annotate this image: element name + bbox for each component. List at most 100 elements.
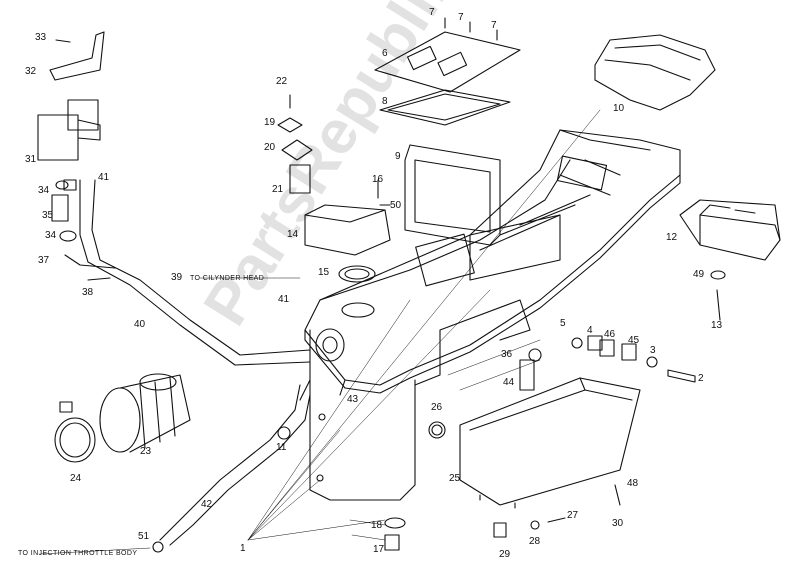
intake-duct <box>594 34 716 111</box>
part-label: 37 <box>38 255 50 266</box>
part-label: 51 <box>138 531 150 542</box>
clamp-36 <box>528 348 542 362</box>
screw-38 <box>87 277 111 281</box>
gasket <box>379 89 511 126</box>
part-4 <box>587 335 603 351</box>
part-label: 19 <box>264 117 276 128</box>
clip-18 <box>384 517 406 529</box>
hose-clamp <box>54 401 96 463</box>
washer-49 <box>710 270 726 280</box>
part-5 <box>571 337 583 349</box>
part-label: 7 <box>491 20 497 31</box>
part-label: 42 <box>201 499 213 510</box>
note-cylinder-head: TO CILYNDER HEAD <box>190 275 265 282</box>
part-46 <box>599 339 615 357</box>
clamp-51 <box>152 541 164 553</box>
part-label: 27 <box>567 510 579 521</box>
part-label: 5 <box>560 318 566 329</box>
part-label: 48 <box>627 478 639 489</box>
bolt-27 <box>547 517 566 523</box>
part-20 <box>281 139 313 161</box>
part-label: 23 <box>140 446 152 457</box>
part-label: 41 <box>278 294 290 305</box>
part-label: 41 <box>98 172 110 183</box>
part-label: 22 <box>276 76 288 87</box>
screw-13 <box>716 289 721 321</box>
part-label: 38 <box>82 287 94 298</box>
part-label: 4 <box>587 325 593 336</box>
part-19 <box>277 117 303 133</box>
part-label: 45 <box>628 335 640 346</box>
part-label: 17 <box>373 544 385 555</box>
bolt-2 <box>667 369 696 383</box>
side-box <box>679 199 781 261</box>
washer-3 <box>646 356 658 368</box>
part-label: 9 <box>395 151 401 162</box>
part-label: 15 <box>318 267 330 278</box>
clip-34b <box>59 230 77 242</box>
part-label: 28 <box>529 536 541 547</box>
part-21 <box>289 164 311 194</box>
note-throttle-body: TO INJECTION THROTTLE BODY <box>18 550 138 557</box>
part-label: 29 <box>499 549 511 560</box>
part-label: 16 <box>372 174 384 185</box>
ring-26 <box>428 421 446 439</box>
clip-34a <box>55 180 69 190</box>
filter-frame <box>404 144 501 246</box>
part-label: 10 <box>613 103 625 114</box>
air-cleaner-pad <box>304 204 391 256</box>
part-label: 33 <box>35 32 47 43</box>
part-label: 44 <box>503 377 515 388</box>
part-label: 12 <box>666 232 678 243</box>
part-label: 40 <box>134 319 146 330</box>
part-label: 20 <box>264 142 276 153</box>
part-label: 31 <box>25 154 37 165</box>
part-label: 49 <box>693 269 705 280</box>
sleeve-35 <box>51 194 69 222</box>
ring-15 <box>338 265 376 283</box>
washer-28 <box>530 520 540 530</box>
part-label: 2 <box>698 373 704 384</box>
airbox-housing <box>299 129 681 501</box>
spacer-44 <box>519 359 535 391</box>
part-label: 35 <box>42 210 54 221</box>
part-41a <box>63 179 77 191</box>
part-label: 7 <box>429 7 435 18</box>
hose <box>91 179 311 356</box>
part-label: 34 <box>45 230 57 241</box>
part-label: 13 <box>711 320 723 331</box>
part-label: 6 <box>382 48 388 59</box>
part-label: 43 <box>347 394 359 405</box>
drain-hose <box>159 384 301 541</box>
part-label: 32 <box>25 66 37 77</box>
part-label: 36 <box>501 349 513 360</box>
part-label: 25 <box>449 473 461 484</box>
screws-7 <box>444 17 498 41</box>
part-label: 1 <box>240 543 246 554</box>
part-label: 14 <box>287 229 299 240</box>
part-label: 34 <box>38 185 50 196</box>
nut-29 <box>493 522 507 538</box>
bracket <box>49 31 105 81</box>
part-45 <box>621 343 637 361</box>
o-ring-11 <box>277 426 291 440</box>
part-label: 8 <box>382 96 388 107</box>
part-label: 18 <box>371 520 383 531</box>
part-label: 3 <box>650 345 656 356</box>
battery-tray <box>459 377 641 509</box>
part-label: 24 <box>70 473 82 484</box>
screw-33 <box>55 39 71 43</box>
part-17 <box>384 534 400 551</box>
part-label: 26 <box>431 402 443 413</box>
throttle-duct <box>99 373 191 453</box>
part-label: 46 <box>604 329 616 340</box>
part-label: 11 <box>276 442 287 453</box>
part-label: 30 <box>612 518 624 529</box>
reed-plate <box>374 31 521 93</box>
screw-30 <box>614 484 621 506</box>
relay-assembly <box>37 99 101 161</box>
leader-lines <box>39 109 601 555</box>
part-label: 21 <box>272 184 284 195</box>
part-label: 7 <box>458 12 464 23</box>
